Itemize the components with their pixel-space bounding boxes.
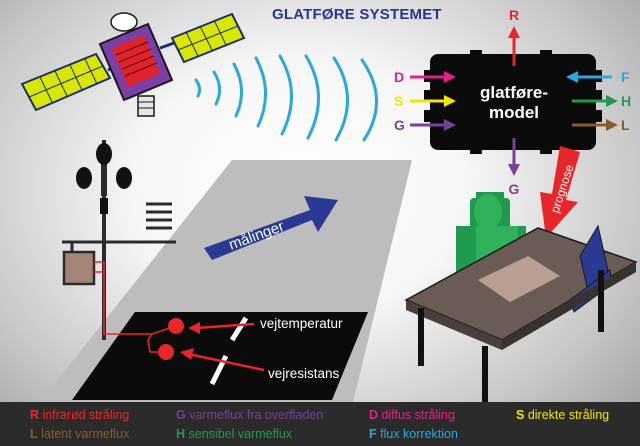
- output-label-h: H: [621, 93, 631, 109]
- output-label-r: R: [509, 7, 519, 23]
- output-label-g-bottom: G: [509, 181, 520, 197]
- legend-item-h: H sensibel varmeflux: [176, 427, 292, 441]
- legend-letter: R: [30, 408, 40, 422]
- legend-letter: F: [369, 427, 377, 441]
- legend-text: flux korrektion: [380, 427, 458, 441]
- road-marking: [229, 316, 249, 342]
- output-arrow-h: [572, 95, 618, 107]
- input-arrow-s: [410, 95, 456, 107]
- legend-text: latent varmeflux: [41, 427, 130, 441]
- legend-item-s: S direkte stråling: [516, 408, 609, 422]
- operator-desk-icon: [404, 192, 638, 402]
- road-temperature-sensor: [168, 318, 184, 334]
- input-arrow-d: [410, 71, 456, 83]
- satellite-icon: [20, 12, 246, 117]
- road-resistance-sensor: [158, 344, 174, 360]
- output-arrow-f: [566, 71, 612, 83]
- legend-letter: S: [516, 408, 525, 422]
- signal-waves-icon: [194, 54, 378, 142]
- legend-letter: L: [30, 427, 38, 441]
- legend-text: sensibel varmeflux: [188, 427, 293, 441]
- legend-letter: H: [176, 427, 186, 441]
- road-temperature-label: vejtemperatur: [260, 316, 343, 331]
- road-resistance-label: vejresistans: [268, 366, 340, 381]
- input-label-g: G: [394, 117, 405, 133]
- legend-bar: R infrarød stråling G varmeflux fra over…: [0, 402, 640, 446]
- legend-item-l: L latent varmeflux: [30, 427, 129, 441]
- legend-text: direkte stråling: [527, 408, 610, 422]
- legend-item-d: D diffus stråling: [369, 408, 455, 422]
- legend-text: infrarød stråling: [42, 408, 130, 422]
- model-title-line1: glatføre-: [480, 83, 548, 102]
- temperature-pointer: [195, 322, 255, 330]
- input-label-s: S: [394, 93, 403, 109]
- legend-item-g: G varmeflux fra overfladen: [176, 408, 323, 422]
- legend-letter: G: [176, 408, 186, 422]
- output-arrow-l: [572, 119, 618, 131]
- measurements-arrow: [204, 196, 338, 260]
- model-title-line2: model: [489, 103, 539, 122]
- diagram-title: GLATFØRE SYSTEMET: [272, 6, 442, 23]
- resistance-pointer: [187, 352, 265, 372]
- legend-letter: D: [369, 408, 379, 422]
- output-label-f: F: [621, 69, 630, 85]
- prognosis-arrow: [540, 146, 580, 238]
- legend-item-r: R infrarød stråling: [30, 408, 129, 422]
- legend-item-f: F flux korrektion: [369, 427, 458, 441]
- output-arrow-r: [508, 26, 520, 66]
- legend-text: varmeflux fra overfladen: [189, 408, 324, 422]
- input-label-d: D: [394, 69, 404, 85]
- output-label-l: L: [621, 117, 630, 133]
- input-arrow-g: [410, 119, 456, 131]
- output-arrow-g-bottom: [508, 138, 520, 176]
- legend-text: diffus stråling: [381, 408, 455, 422]
